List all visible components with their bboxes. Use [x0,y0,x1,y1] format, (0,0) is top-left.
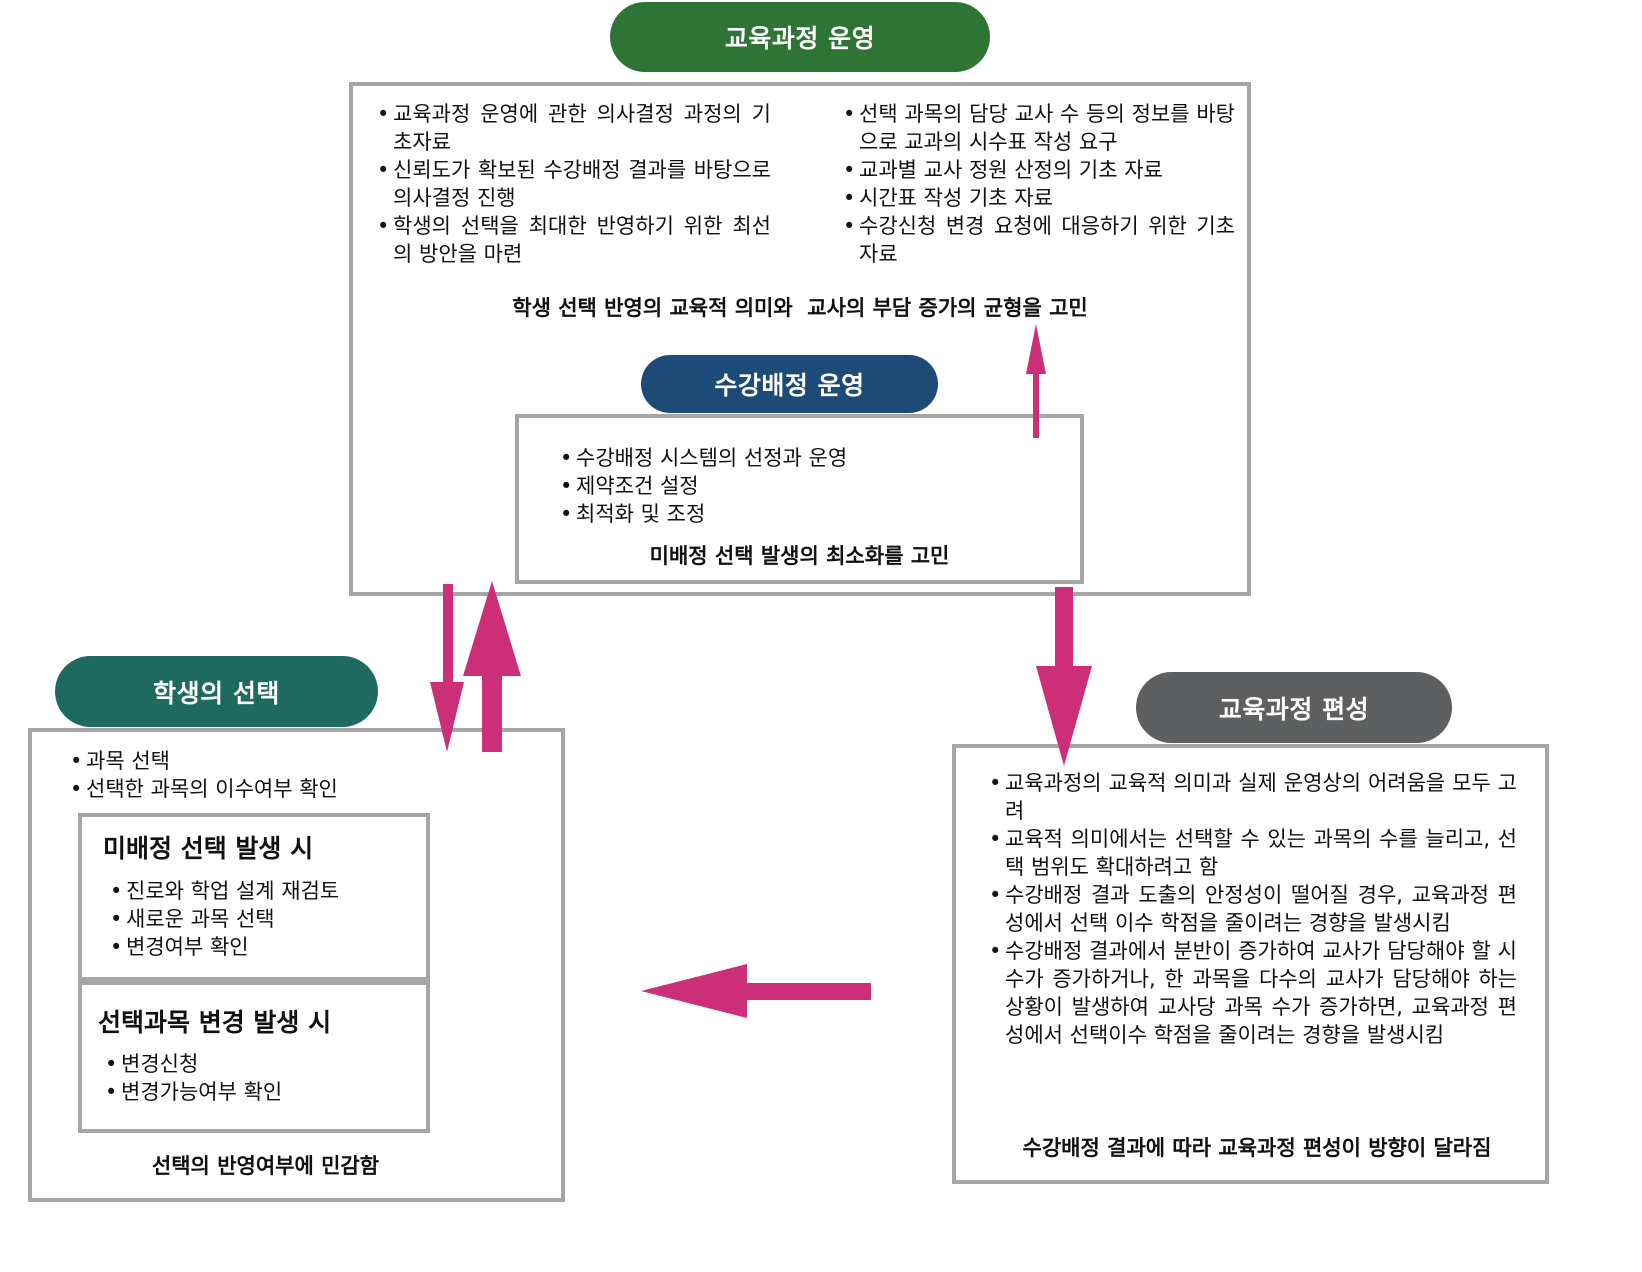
allocation-summary: 미배정 선택 발생의 최소화를 고민 [649,544,950,568]
allocation-item: 수강배정 시스템의 선정과 운영 [560,444,1060,472]
allocation-item: 최적화 및 조정 [560,500,1060,528]
compile-list: 교육과정의 교육적 의미과 실제 운영상의 어려움을 모두 고려 교육적 의미에… [989,769,1517,1049]
compile-item: 교육과정의 교육적 의미과 실제 운영상의 어려움을 모두 고려 [989,769,1517,825]
student-item: 선택한 과목의 이수여부 확인 [70,775,490,803]
operation-right-item: 시간표 작성 기초 자료 [843,184,1235,212]
operation-right-item: 수강신청 변경 요청에 대응하기 위한 기초 자료 [843,212,1235,268]
unassigned-item: 새로운 과목 선택 [110,905,420,933]
operation-left-item: 학생의 선택을 최대한 반영하기 위한 최선의 방안을 마련 [377,212,771,268]
compile-item: 수강배정 결과 도출의 안정성이 떨어질 경우, 교육과정 편성에서 선택 이수… [989,881,1517,937]
unassigned-list: 진로와 학업 설계 재검토 새로운 과목 선택 변경여부 확인 [110,877,420,961]
compile-item: 수강배정 결과에서 분반이 증가하여 교사가 담당해야 할 시수가 증가하거나,… [989,937,1517,1049]
allocation-title: 수강배정 운영 [714,371,865,400]
operation-right-item: 교과별 교사 정원 산정의 기초 자료 [843,156,1235,184]
operation-right-list: 선택 과목의 담당 교사 수 등의 정보를 바탕으로 교과의 시수표 작성 요구… [843,100,1235,268]
student-summary: 선택의 반영여부에 민감함 [151,1154,380,1178]
operation-title-pill: 교육과정 운영 [610,2,990,72]
allocation-list: 수강배정 시스템의 선정과 운영 제약조건 설정 최적화 및 조정 [560,444,1060,528]
allocation-item: 제약조건 설정 [560,472,1060,500]
student-title: 학생의 선택 [153,678,280,708]
compile-summary: 수강배정 결과에 따라 교육과정 편성이 방향이 달라짐 [1022,1136,1492,1160]
operation-right-item: 선택 과목의 담당 교사 수 등의 정보를 바탕으로 교과의 시수표 작성 요구 [843,100,1235,156]
change-list: 변경신청 변경가능여부 확인 [105,1050,415,1106]
operation-left-item: 신뢰도가 확보된 수강배정 결과를 바탕으로 의사결정 진행 [377,156,771,212]
compile-title-pill: 교육과정 편성 [1136,672,1452,743]
unassigned-item: 진로와 학업 설계 재검토 [110,877,420,905]
operation-title: 교육과정 운영 [724,24,876,53]
operation-left-list: 교육과정 운영에 관한 의사결정 과정의 기초자료 신뢰도가 확보된 수강배정 … [377,100,771,268]
unassigned-divider [78,977,430,985]
arrow-compile-to-student [641,964,871,1018]
unassigned-heading: 미배정 선택 발생 시 [103,834,314,863]
compile-item: 교육적 의미에서는 선택할 수 있는 과목의 수를 늘리고, 선택 범위도 확대… [989,825,1517,881]
student-title-pill: 학생의 선택 [55,656,378,727]
arrow-operation-to-compile [1036,587,1092,766]
arrow-student-to-operation [463,581,521,752]
change-item: 변경가능여부 확인 [105,1078,415,1106]
student-item: 과목 선택 [70,747,490,775]
arrow-operation-to-student [430,584,464,752]
operation-summary: 학생 선택 반영의 교육적 의미와 교사의 부담 증가의 균형을 고민 [512,296,1088,320]
unassigned-item: 변경여부 확인 [110,933,420,961]
arrow-allocation-to-operation [1026,324,1046,438]
student-list: 과목 선택 선택한 과목의 이수여부 확인 [70,747,490,803]
operation-left-item: 교육과정 운영에 관한 의사결정 과정의 기초자료 [377,100,771,156]
change-heading: 선택과목 변경 발생 시 [98,1008,332,1037]
allocation-title-pill: 수강배정 운영 [641,355,938,413]
change-item: 변경신청 [105,1050,415,1078]
compile-title: 교육과정 편성 [1218,694,1370,724]
